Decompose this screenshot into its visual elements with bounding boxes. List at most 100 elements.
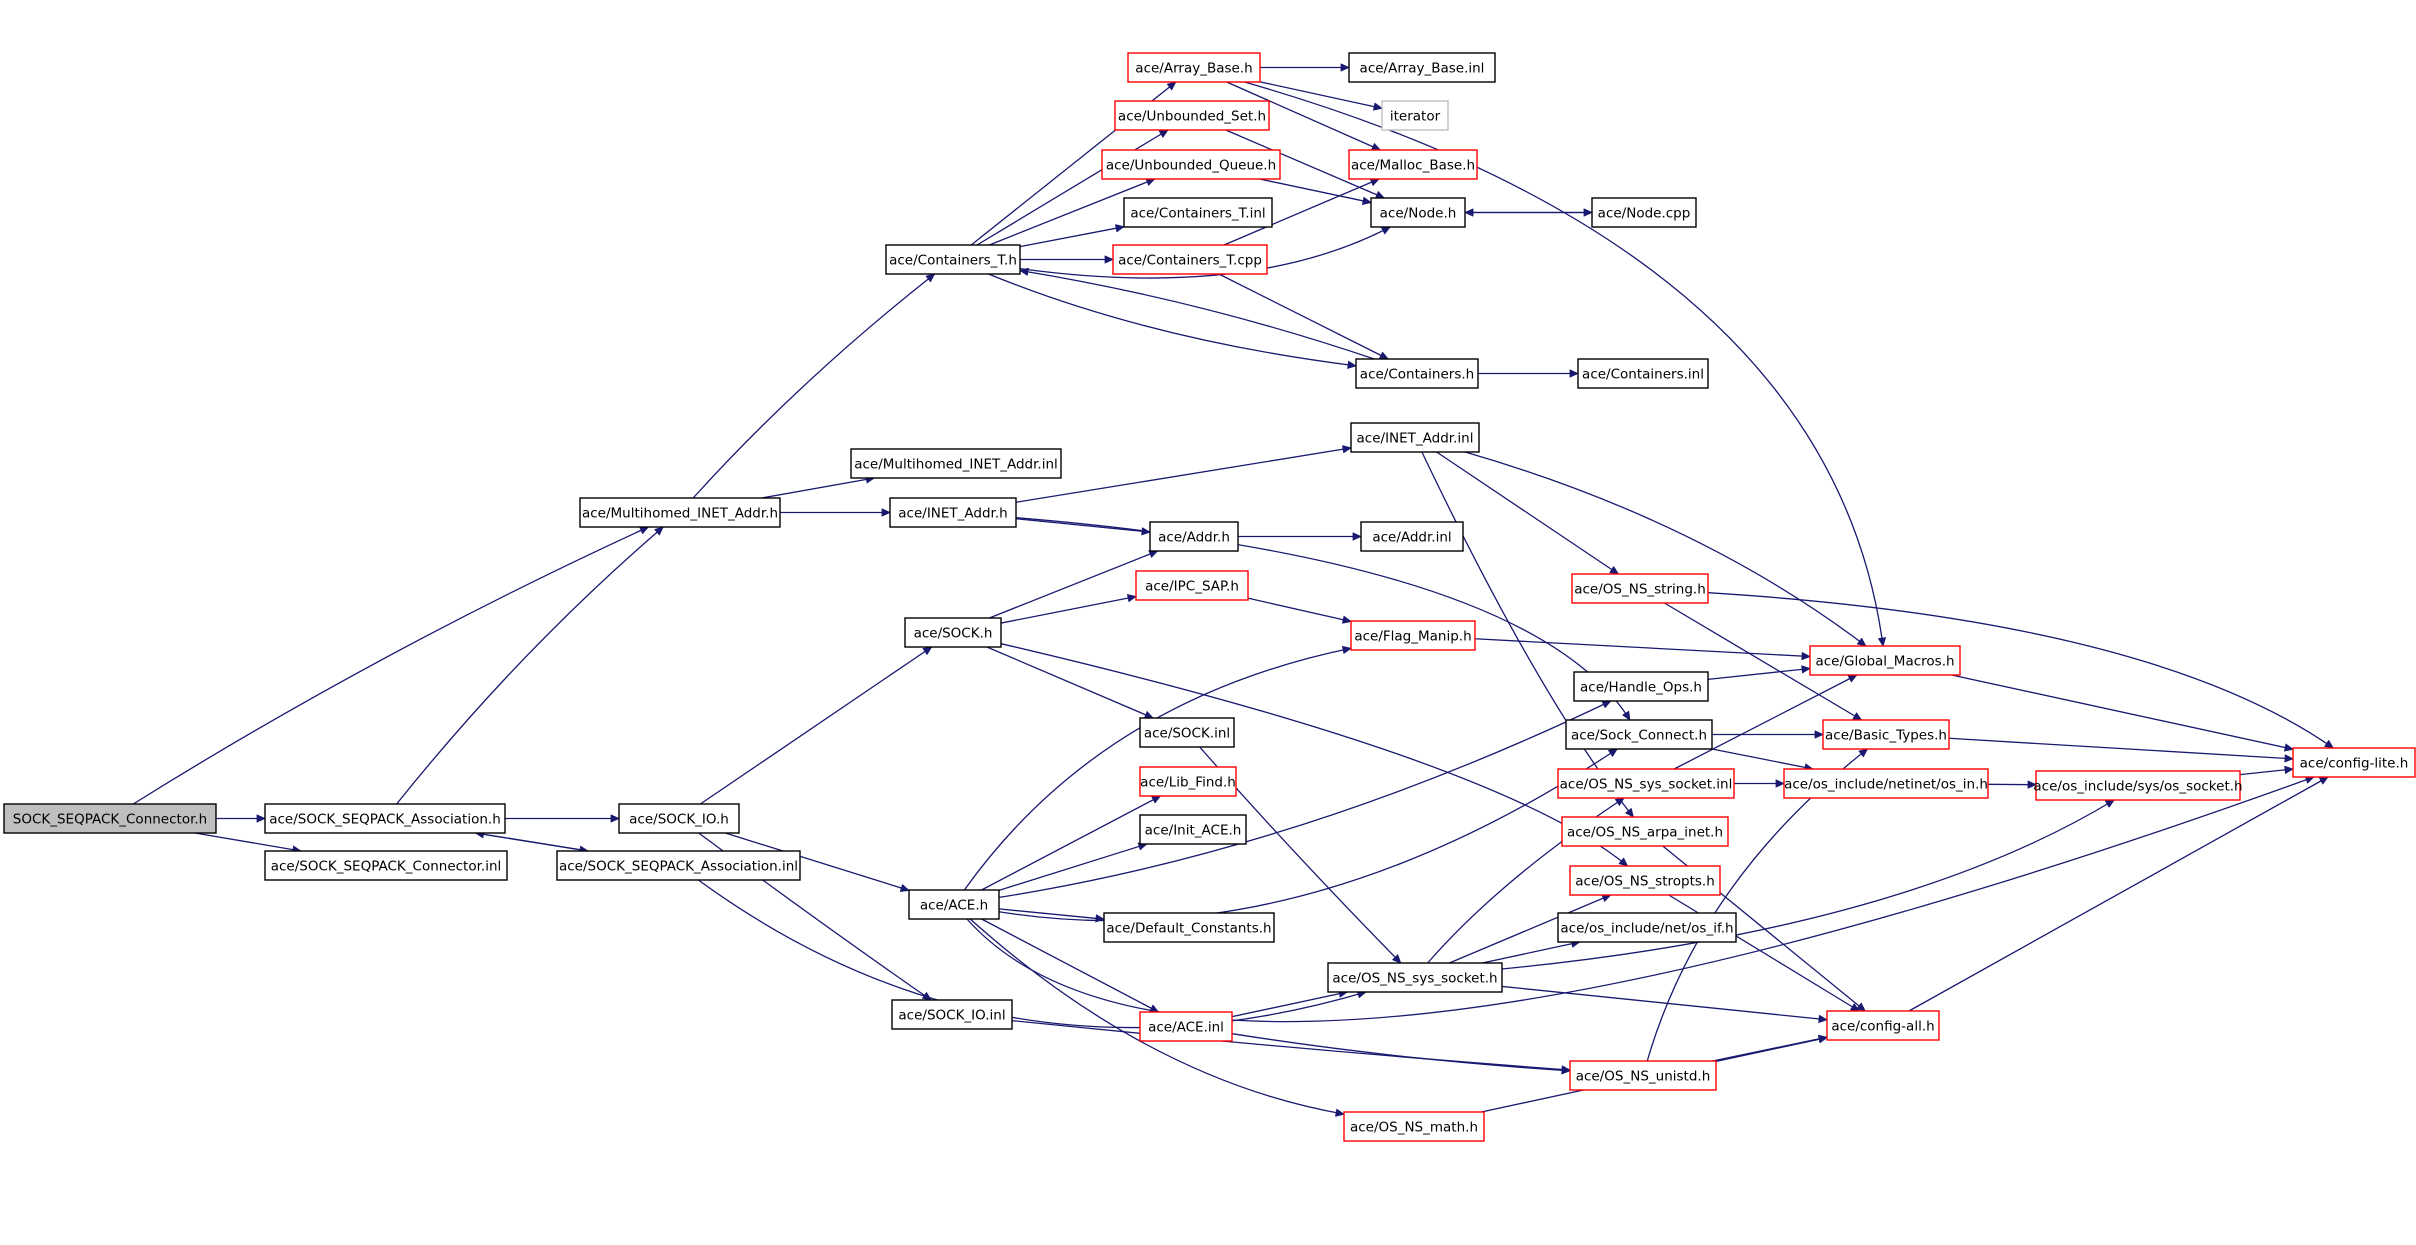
- node-label: ace/Node.h: [1380, 206, 1457, 222]
- edge-sock_h-to-sock_inl: [986, 646, 1153, 719]
- node-box: [1783, 768, 1989, 799]
- node-node_h[interactable]: ace/Node.h: [1370, 197, 1466, 228]
- node-globalmacros_h[interactable]: ace/Global_Macros.h: [1809, 645, 1961, 676]
- node-ace_inl[interactable]: ace/ACE.inl: [1139, 1011, 1233, 1042]
- nodes-layer: SOCK_SEQPACK_Connector.h ace/SOCK_SEQPACK…: [3, 52, 2416, 1142]
- edge-nsstring_h-to-basictypes_h: [1664, 602, 1861, 721]
- node-stropts_h[interactable]: ace/OS_NS_stropts.h: [1569, 865, 1721, 896]
- node-sock_h[interactable]: ace/SOCK.h: [904, 617, 1002, 648]
- node-label: ace/Containers_T.cpp: [1118, 253, 1262, 269]
- edge-ipcsap_h-to-flag_h: [1247, 597, 1351, 621]
- node-cont_h[interactable]: ace/Containers.h: [1355, 358, 1479, 389]
- node-arpainet_h[interactable]: ace/OS_NS_arpa_inet.h: [1561, 816, 1729, 847]
- node-uset_h[interactable]: ace/Unbounded_Set.h: [1114, 100, 1270, 131]
- node-box: [1149, 521, 1239, 552]
- node-label: ace/Containers_T.h: [889, 253, 1017, 269]
- node-configall_h[interactable]: ace/config-all.h: [1826, 1010, 1940, 1041]
- node-arraybase_inl[interactable]: ace/Array_Base.inl: [1348, 52, 1496, 83]
- node-box: [264, 803, 506, 834]
- node-conn_inl[interactable]: ace/SOCK_SEQPACK_Connector.inl: [264, 850, 508, 881]
- node-osin_h[interactable]: ace/os_include/netinet/os_in.h: [1783, 768, 1989, 799]
- node-inet_h[interactable]: ace/INET_Addr.h: [889, 497, 1017, 528]
- node-box: [1822, 719, 1950, 750]
- node-nssyssock_h[interactable]: ace/OS_NS_sys_socket.h: [1327, 962, 1503, 993]
- node-box: [1355, 358, 1479, 389]
- edge-nssyssock_h-to-configall_h: [1501, 985, 1827, 1019]
- node-iterator[interactable]: iterator: [1381, 100, 1449, 131]
- edge-globalmacros_h-to-configlite_h: [1951, 674, 2293, 749]
- node-sock_inl[interactable]: ace/SOCK.inl: [1139, 717, 1235, 748]
- node-nsstring_h[interactable]: ace/OS_NS_string.h: [1571, 573, 1709, 604]
- node-box: [1809, 645, 1961, 676]
- node-nssyssock_inl[interactable]: ace/OS_NS_sys_socket.inl: [1557, 768, 1735, 799]
- node-flag_h[interactable]: ace/Flag_Manip.h: [1350, 620, 1476, 651]
- node-arraybase_h[interactable]: ace/Array_Base.h: [1127, 52, 1261, 83]
- node-label: ace/Basic_Types.h: [1825, 728, 1947, 744]
- node-label: ace/Containers.h: [1360, 367, 1474, 383]
- edge-root-to-mh_h: [132, 526, 648, 805]
- node-ace_h[interactable]: ace/ACE.h: [908, 889, 1000, 920]
- node-sockio_inl[interactable]: ace/SOCK_IO.inl: [891, 999, 1013, 1030]
- node-box: [1565, 719, 1713, 750]
- node-label: ace/SOCK.h: [914, 626, 993, 642]
- node-sockio_h[interactable]: ace/SOCK_IO.h: [618, 803, 740, 834]
- edge-ace_h-to-handleops_h: [998, 700, 1611, 899]
- node-mh_h[interactable]: ace/Multihomed_INET_Addr.h: [579, 497, 781, 528]
- node-label: ace/Containers_T.inl: [1130, 206, 1265, 222]
- node-configlite_h[interactable]: ace/config-lite.h: [2292, 747, 2416, 778]
- node-box: [1348, 149, 1478, 180]
- node-label: ace/Sock_Connect.h: [1571, 728, 1707, 744]
- node-label: ace/IPC_SAP.h: [1145, 579, 1239, 595]
- edge-ace_h-to-math_h: [969, 918, 1344, 1114]
- node-box: [1370, 197, 1466, 228]
- node-initace_h[interactable]: ace/Init_ACE.h: [1139, 814, 1247, 845]
- node-math_h[interactable]: ace/OS_NS_math.h: [1343, 1111, 1485, 1142]
- node-osif_h[interactable]: ace/os_include/net/os_if.h: [1557, 912, 1737, 943]
- node-node_cpp[interactable]: ace/Node.cpp: [1591, 197, 1697, 228]
- node-label: ace/OS_NS_arpa_inet.h: [1567, 825, 1723, 841]
- node-assoc_h[interactable]: ace/SOCK_SEQPACK_Association.h: [264, 803, 506, 834]
- node-mallocbase_h[interactable]: ace/Malloc_Base.h: [1348, 149, 1478, 180]
- node-label: ace/INET_Addr.h: [898, 506, 1007, 522]
- node-addr_inl[interactable]: ace/Addr.inl: [1360, 521, 1464, 552]
- node-ossocket_h[interactable]: ace/os_include/sys/os_socket.h: [2033, 770, 2243, 801]
- edge-ace_h-to-sockconnect_h: [998, 748, 1617, 922]
- node-box: [2292, 747, 2416, 778]
- node-ipcsap_h[interactable]: ace/IPC_SAP.h: [1135, 570, 1249, 601]
- node-box: [1348, 52, 1496, 83]
- node-handleops_h[interactable]: ace/Handle_Ops.h: [1573, 671, 1709, 702]
- node-mh_inl[interactable]: ace/Multihomed_INET_Addr.inl: [850, 448, 1062, 479]
- edge-inet_inl-to-nsstring_h: [1436, 451, 1619, 574]
- node-label: ace/SOCK_SEQPACK_Connector.inl: [271, 859, 502, 875]
- node-box: [1826, 1010, 1940, 1041]
- edge-ct_cpp-to-cont_h: [1218, 273, 1388, 360]
- node-box: [1569, 1060, 1717, 1091]
- node-cont_inl[interactable]: ace/Containers.inl: [1577, 358, 1709, 389]
- node-label: ace/SOCK_SEQPACK_Association.h: [269, 812, 501, 828]
- node-inet_inl[interactable]: ace/INET_Addr.inl: [1350, 422, 1480, 453]
- node-box: [1381, 100, 1449, 131]
- node-addr_h[interactable]: ace/Addr.h: [1149, 521, 1239, 552]
- node-root[interactable]: SOCK_SEQPACK_Connector.h: [3, 803, 217, 834]
- node-ct_inl[interactable]: ace/Containers_T.inl: [1123, 197, 1273, 228]
- node-sockconnect_h[interactable]: ace/Sock_Connect.h: [1565, 719, 1713, 750]
- node-label: iterator: [1390, 109, 1441, 125]
- node-ct_cpp[interactable]: ace/Containers_T.cpp: [1112, 244, 1268, 275]
- node-label: ace/Malloc_Base.h: [1351, 158, 1475, 174]
- node-unistd_h[interactable]: ace/OS_NS_unistd.h: [1569, 1060, 1717, 1091]
- node-libfind_h[interactable]: ace/Lib_Find.h: [1139, 766, 1237, 797]
- node-assoc_inl[interactable]: ace/SOCK_SEQPACK_Association.inl: [556, 850, 801, 881]
- node-defconst_h[interactable]: ace/Default_Constants.h: [1103, 912, 1275, 943]
- node-label: ace/config-lite.h: [2300, 756, 2409, 772]
- node-ct_h[interactable]: ace/Containers_T.h: [885, 244, 1021, 275]
- edge-inet_h-to-inet_inl: [1015, 448, 1351, 503]
- node-label: ace/Addr.inl: [1372, 530, 1451, 546]
- node-box: [1103, 912, 1275, 943]
- node-box: [1573, 671, 1709, 702]
- edge-ace_h-to-flag_h: [963, 648, 1351, 891]
- node-basictypes_h[interactable]: ace/Basic_Types.h: [1822, 719, 1950, 750]
- node-label: ace/config-all.h: [1831, 1019, 1934, 1035]
- edge-mh_h-to-mh_inl: [761, 478, 875, 499]
- node-uqueue_h[interactable]: ace/Unbounded_Queue.h: [1101, 149, 1281, 180]
- node-box: [1561, 816, 1729, 847]
